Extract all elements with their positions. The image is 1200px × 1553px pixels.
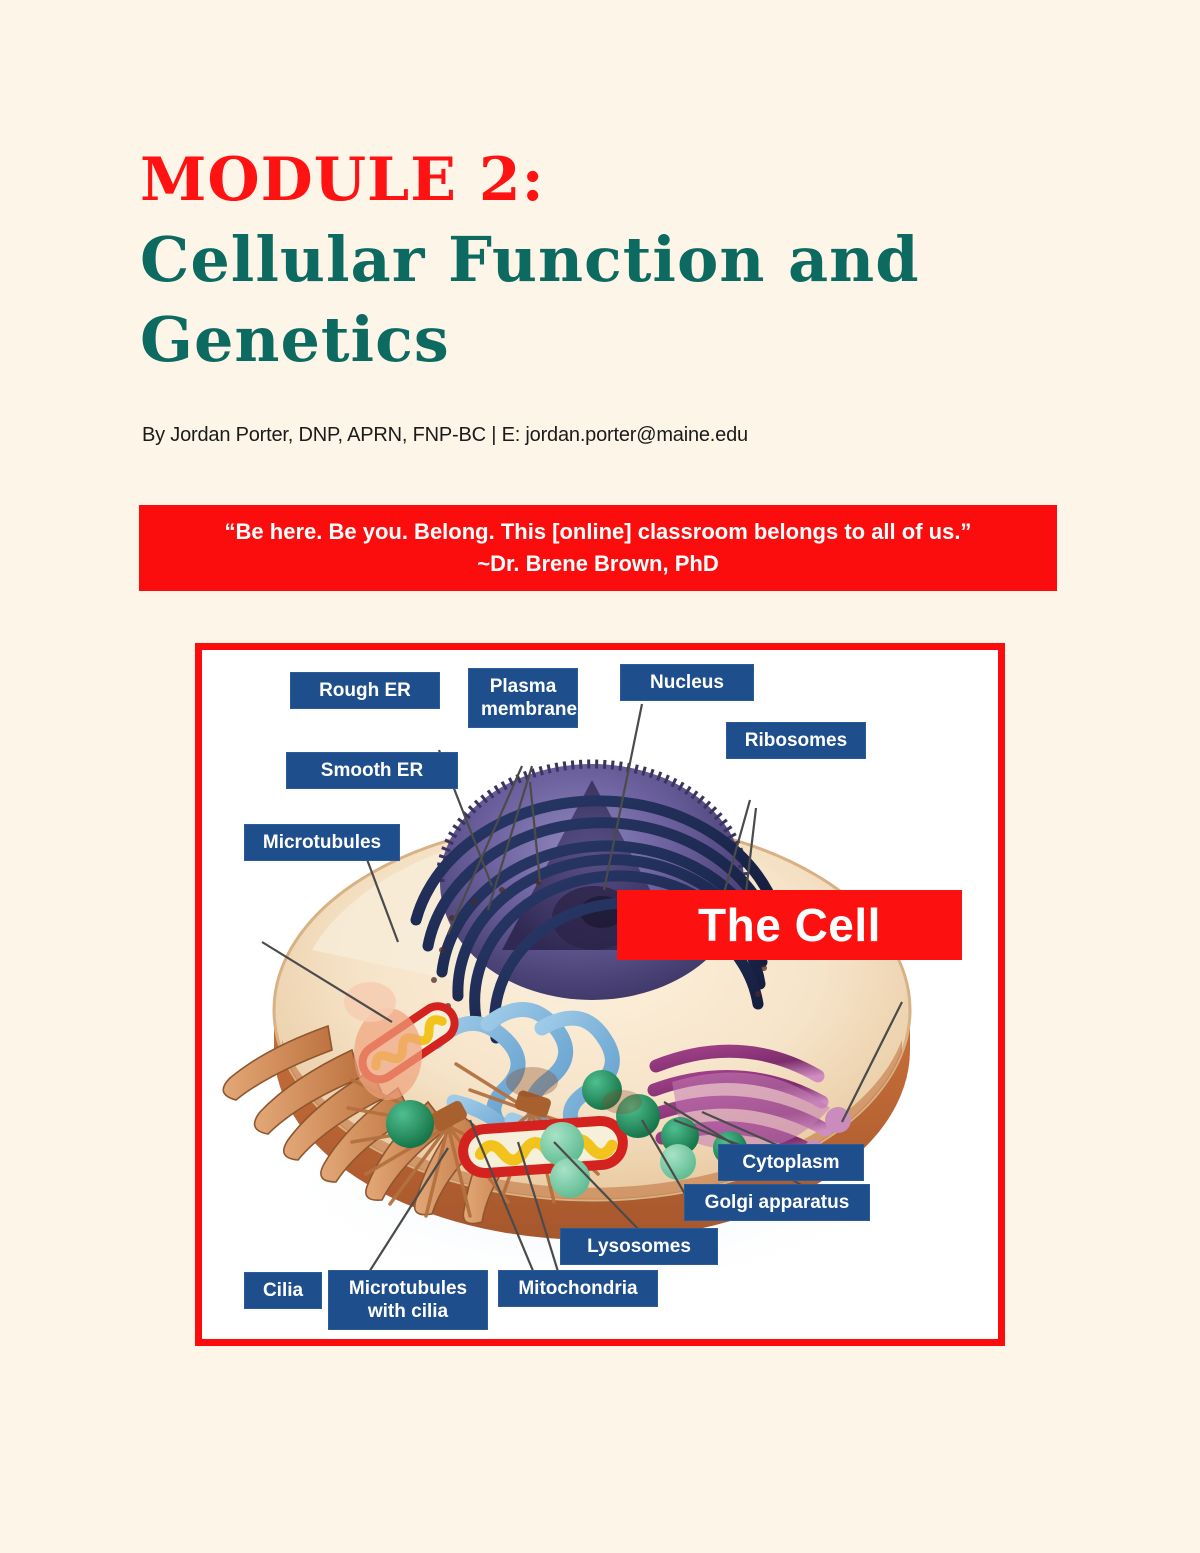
title-line-subject-1: Cellular Function and xyxy=(140,223,920,296)
label-microtubules[interactable]: Microtubules xyxy=(244,824,400,861)
author-byline: By Jordan Porter, DNP, APRN, FNP-BC | E:… xyxy=(142,424,748,446)
label-plasma-membrane[interactable]: Plasma membrane xyxy=(468,668,578,728)
label-ribosomes[interactable]: Ribosomes xyxy=(726,722,866,759)
cell-diagram: The Cell Rough ER Plasma membrane Nucleu… xyxy=(202,650,998,1339)
quote-banner: “Be here. Be you. Belong. This [online] … xyxy=(139,505,1057,591)
label-lysosomes[interactable]: Lysosomes xyxy=(560,1228,718,1265)
label-golgi-apparatus[interactable]: Golgi apparatus xyxy=(684,1184,870,1221)
page-title: MODULE 2: Cellular Function and Genetics xyxy=(140,140,1040,380)
the-cell-banner: The Cell xyxy=(617,890,962,960)
label-smooth-er[interactable]: Smooth ER xyxy=(286,752,458,789)
label-cilia[interactable]: Cilia xyxy=(244,1272,322,1309)
label-cytoplasm[interactable]: Cytoplasm xyxy=(718,1144,864,1181)
label-microtubules-with-cilia[interactable]: Microtubules with cilia xyxy=(328,1270,488,1330)
cell-diagram-frame: The Cell Rough ER Plasma membrane Nucleu… xyxy=(195,643,1005,1346)
quote-text: “Be here. Be you. Belong. This [online] … xyxy=(224,519,972,544)
label-nucleus[interactable]: Nucleus xyxy=(620,664,754,701)
label-rough-er[interactable]: Rough ER xyxy=(290,672,440,709)
title-line-module: MODULE 2: xyxy=(140,145,545,215)
quote-attribution: ~Dr. Brene Brown, PhD xyxy=(477,551,719,576)
title-line-subject-2: Genetics xyxy=(140,303,450,376)
label-mitochondria[interactable]: Mitochondria xyxy=(498,1270,658,1307)
